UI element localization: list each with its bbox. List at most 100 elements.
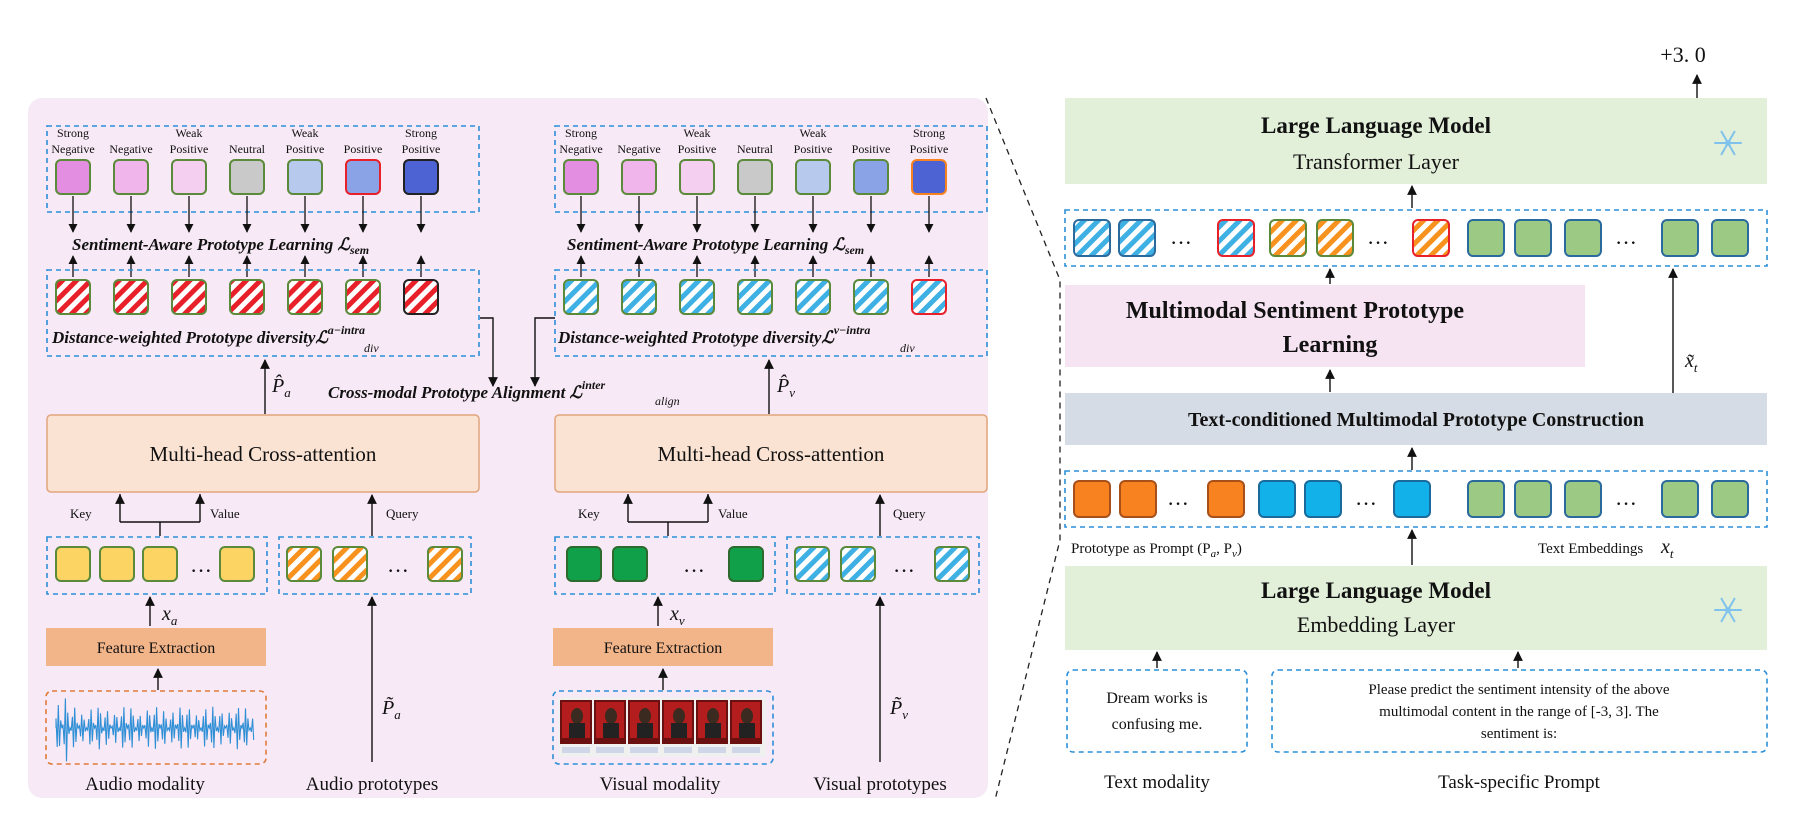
cross-modal-label: Cross-modal Prototype Alignment ℒinter — [328, 378, 606, 402]
frame-caption — [596, 747, 624, 753]
token-square — [728, 546, 764, 582]
audio-feature-extraction-label: Feature Extraction — [97, 640, 216, 657]
llm-bottom-title: Large Language Model — [1261, 578, 1491, 603]
llm-transformer-box — [1065, 98, 1767, 184]
frame-caption — [664, 747, 692, 753]
audio-feature-tokens — [55, 546, 255, 582]
frame-person — [673, 708, 685, 724]
audio-prototype-squares — [55, 159, 439, 195]
sentiment-class-label: Neutral — [737, 142, 774, 156]
hatched-prototype-square — [55, 279, 91, 315]
hatched-prototype-square — [345, 279, 381, 315]
audio-modality-caption: Audio modality — [85, 774, 205, 795]
frame-body — [603, 723, 619, 738]
audio-div-sub: div — [364, 341, 379, 355]
audio-align-connector — [480, 317, 498, 387]
prototype-arrows — [68, 196, 934, 277]
text-modality-caption: Text modality — [1104, 772, 1210, 793]
token-square — [1073, 480, 1111, 518]
tcmpc-box — [1065, 393, 1767, 445]
sentiment-class-label: Positive — [852, 142, 891, 156]
sentiment-prototype-square — [679, 159, 715, 195]
visual-hatched-group — [554, 269, 988, 357]
audio-kv-connector — [119, 494, 201, 536]
token-square — [1711, 219, 1749, 257]
token-square — [1412, 219, 1450, 257]
sentiment-prototype-square — [345, 159, 381, 195]
frame-caption — [698, 747, 726, 753]
sentiment-prototype-square — [287, 159, 323, 195]
visual-phat-label: P̂v — [776, 374, 795, 400]
token-square — [1564, 480, 1602, 518]
llm-bottom-subtitle: Embedding Layer — [1297, 612, 1456, 637]
visual-prototypes-caption: Visual prototypes — [813, 774, 946, 795]
visual-diversity-label: Distance-weighted Prototype diversityℒv−… — [557, 323, 870, 347]
visual-mhca-label: Multi-head Cross-attention — [658, 442, 885, 466]
audio-hatched-group — [46, 269, 480, 357]
frame-person — [707, 708, 719, 724]
token-square — [1564, 219, 1602, 257]
token-square — [142, 546, 178, 582]
llm-embedding-box — [1065, 566, 1767, 650]
prompt-line2: multimodal content in the range of [-3, … — [1379, 704, 1659, 720]
visual-hatched-prototypes — [563, 279, 947, 315]
audio-ptilde-label: P̃a — [381, 696, 401, 722]
text-input-line1: Dream works is — [1106, 690, 1207, 707]
frame-body — [705, 723, 721, 738]
token-square — [1661, 480, 1699, 518]
msp-learning-box — [1065, 285, 1585, 367]
prompt-ellipsis-3: ··· — [1615, 491, 1637, 516]
audio-diversity-label: Distance-weighted Prototype diversityℒa−… — [51, 323, 365, 347]
audio-query-label: Query — [386, 506, 419, 521]
video-frames-icon — [558, 697, 766, 757]
visual-value-label: Value — [718, 506, 748, 521]
hatched-prototype-square — [563, 279, 599, 315]
token-square — [934, 546, 970, 582]
output-value: +3. 0 — [1660, 42, 1705, 67]
audio-proto-ellipsis: ··· — [387, 558, 409, 583]
frame-body — [569, 723, 585, 738]
token-square — [1393, 480, 1431, 518]
token-square — [1514, 480, 1552, 518]
sentiment-prototype-square — [911, 159, 947, 195]
audio-phat-label: P̂a — [271, 374, 291, 400]
frame-person — [741, 708, 753, 724]
prompt-tokens — [1073, 480, 1749, 518]
audio-value-label: Value — [210, 506, 240, 521]
token-square — [55, 546, 91, 582]
x-t-label: xt — [1660, 536, 1674, 561]
token-square — [1661, 219, 1699, 257]
token-square — [612, 546, 648, 582]
token-square — [1467, 219, 1505, 257]
token-square — [1304, 480, 1342, 518]
hatched-prototype-square — [403, 279, 439, 315]
visual-div-sub: div — [900, 341, 915, 355]
sentiment-class-label: Negative — [617, 142, 660, 156]
sentiment-class-label: Positive — [344, 142, 383, 156]
visual-kv-connector — [627, 494, 709, 536]
audio-mhca-box — [46, 414, 480, 493]
sentiment-prototype-square — [55, 159, 91, 195]
sentiment-prototype-square — [563, 159, 599, 195]
sentiment-prototype-square — [171, 159, 207, 195]
token-square — [1258, 480, 1296, 518]
hatched-prototype-square — [287, 279, 323, 315]
sentiment-prototype-square — [621, 159, 657, 195]
token-square — [99, 546, 135, 582]
visual-feature-tokens — [566, 546, 764, 582]
sentiment-prototype-square — [853, 159, 889, 195]
frame-person — [639, 708, 651, 724]
hatched-prototype-square — [679, 279, 715, 315]
token-square — [1207, 480, 1245, 518]
visual-feature-tokens-group — [554, 536, 776, 595]
frame-body — [671, 723, 687, 738]
audio-token-ellipsis: ··· — [190, 558, 212, 583]
token-square — [1467, 480, 1505, 518]
frame-person — [571, 708, 583, 724]
